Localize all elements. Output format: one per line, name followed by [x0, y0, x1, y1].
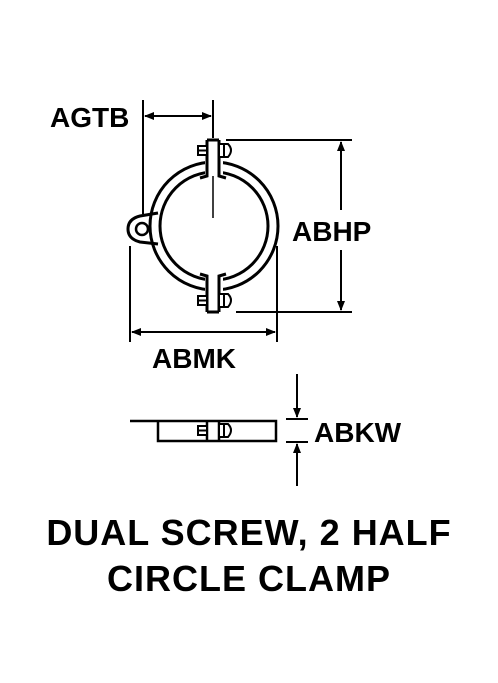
abmk-dimension — [129, 246, 278, 342]
agtb-label: AGTB — [50, 102, 129, 133]
mounting-tab — [126, 211, 159, 246]
abhp-label: ABHP — [292, 216, 371, 247]
abkw-label: ABKW — [314, 417, 402, 448]
mounting-hole — [134, 221, 150, 237]
diagram-title-line-1: DUAL SCREW, 2 HALF — [46, 512, 452, 553]
agtb-dimension — [142, 100, 214, 214]
diagram-title-line-2: CIRCLE CLAMP — [107, 558, 391, 599]
abhp-dimension — [226, 139, 352, 313]
clamp-outer-ring — [148, 160, 280, 292]
top-screw-icon — [197, 143, 232, 158]
abkw-dimension — [286, 374, 308, 486]
side-screw-icon — [197, 423, 232, 438]
abmk-label: ABMK — [152, 343, 236, 374]
clamp-inner-ring — [158, 170, 270, 282]
clamp-top-view — [126, 160, 280, 292]
bottom-screw-icon — [197, 293, 232, 308]
